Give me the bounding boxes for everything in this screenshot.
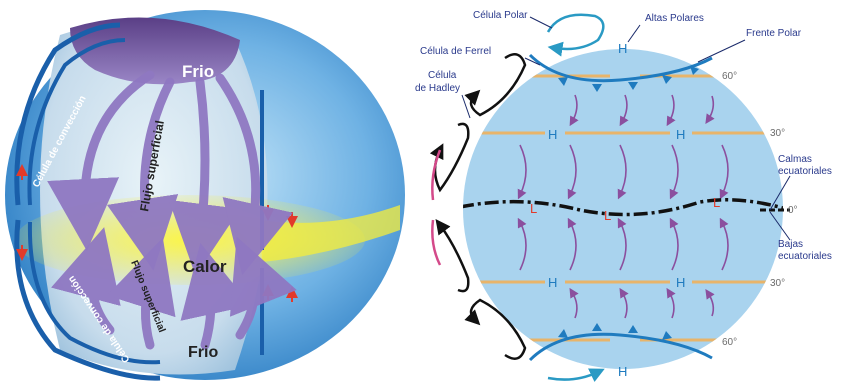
cold-label-top: Frio [182,62,214,81]
lows-label-line2: ecuatoriales [778,251,832,262]
ferrel-cell-label: Célula de Ferrel [420,46,491,57]
high-marker: H [676,127,685,142]
hadley-cell-loop-south [440,225,468,291]
lat-label-60s: 60° [722,337,737,348]
low-marker: L [713,195,720,210]
hadley-cell-label-line1: Célula [428,70,457,81]
pointer-line [698,40,745,62]
pointer-line [628,25,640,42]
cold-label-bottom: Frio [188,344,218,361]
pointer-line [530,17,552,28]
lat-label-60n: 60° [722,71,737,82]
circulation-globe: H H H H H H L L L [415,10,832,380]
high-marker: H [676,275,685,290]
lat-label-0: 0° [788,205,798,216]
lows-label-line1: Bajas [778,239,803,250]
calms-label-line2: ecuatoriales [778,166,832,177]
polar-cell-loop [548,15,603,49]
hadley-cell-label-line2: de Hadley [415,83,460,94]
warm-label: Calor [183,257,227,276]
low-marker: L [604,208,611,223]
polar-highs-label: Altas Polares [645,13,704,24]
low-marker: L [530,201,537,216]
polar-cell-loop-south [548,372,598,380]
calms-label-line1: Calmas [778,154,812,165]
pointer-line [462,95,470,118]
polar-front-label: Frente Polar [746,28,802,39]
flow-arrow [200,82,205,240]
hadley-cell-loop [435,124,468,190]
high-marker: H [618,364,627,379]
high-marker: H [548,275,557,290]
high-marker: H [548,127,557,142]
lat-label-30n: 30° [770,128,785,139]
lat-label-30s: 30° [770,278,785,289]
convection-sphere: Frio Calor Frio Flujo superficial Flujo … [5,10,405,380]
high-marker: H [618,41,627,56]
globe [463,49,783,369]
hadley-cell-return-south [432,220,440,265]
polar-cell-label: Célula Polar [473,10,528,21]
